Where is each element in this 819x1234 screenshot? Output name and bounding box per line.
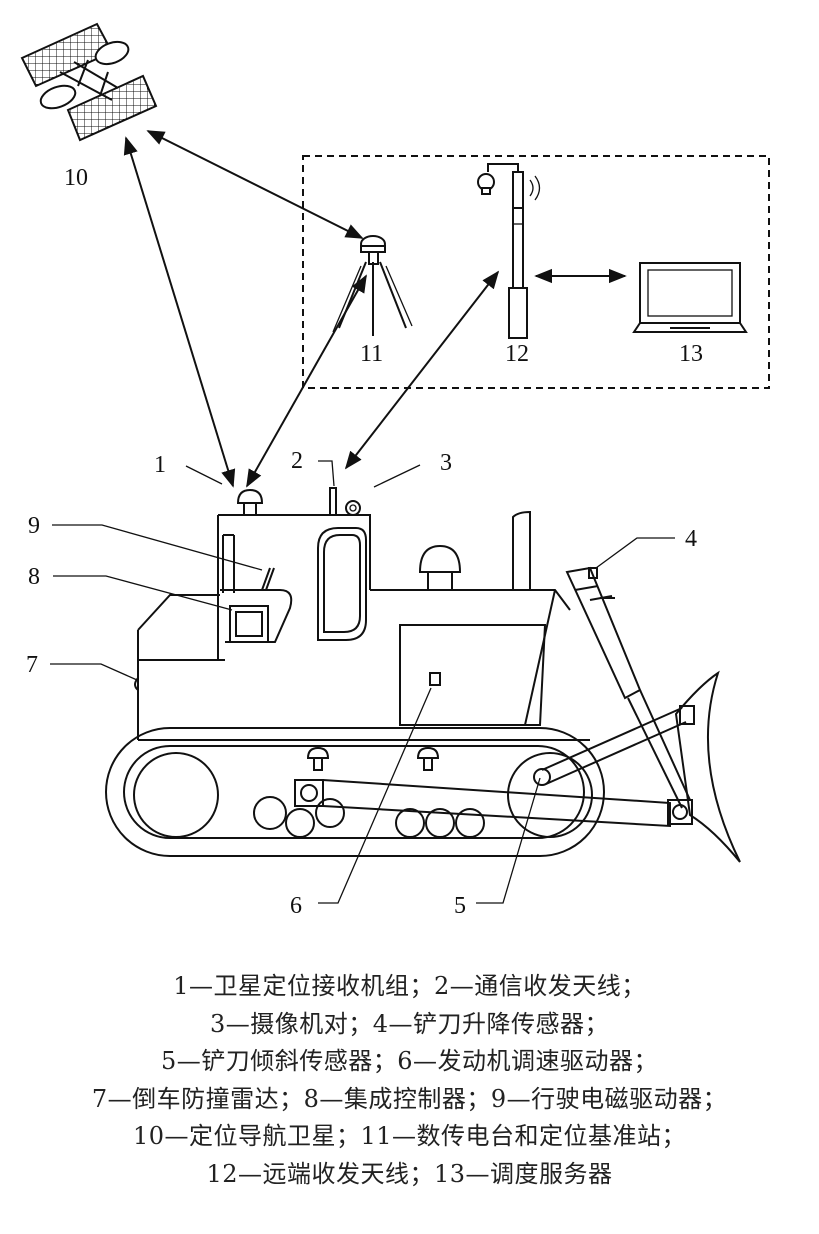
dispatch-server-monitor — [632, 262, 748, 333]
label-2: 2 — [291, 448, 303, 474]
legend-line-2: 3—摄像机对；4—铲刀升降传感器； — [209, 1009, 610, 1038]
leader-lines — [50, 460, 675, 904]
label-7: 7 — [26, 652, 38, 678]
legend: 1—卫星定位接收机组；2—通信收发天线； 3—摄像机对；4—铲刀升降传感器； 5… — [0, 968, 819, 1193]
label-4: 4 — [685, 526, 697, 552]
label-13: 13 — [679, 341, 703, 367]
bulldozer — [105, 487, 741, 863]
label-8: 8 — [28, 564, 40, 590]
label-6: 6 — [290, 893, 302, 919]
remote-antenna — [477, 163, 541, 339]
label-3: 3 — [440, 450, 452, 476]
navigation-satellite — [20, 22, 158, 142]
label-12: 12 — [505, 341, 529, 367]
tripod-base-station — [332, 235, 413, 336]
label-1: 1 — [154, 452, 166, 478]
label-10: 10 — [64, 165, 88, 191]
communication-links — [123, 130, 627, 488]
legend-line-6: 12—远端收发天线；13—调度服务器 — [206, 1159, 613, 1188]
legend-line-1: 1—卫星定位接收机组；2—通信收发天线； — [173, 972, 646, 1000]
legend-line-3: 5—铲刀倾斜传感器；6—发动机调速驱动器； — [160, 1047, 659, 1075]
label-5: 5 — [454, 893, 466, 919]
legend-line-5: 10—定位导航卫星；11—数传电台和定位基准站； — [132, 1122, 687, 1150]
bulldozer-system-diagram: 10 11 12 13 1 2 3 4 9 8 7 6 5 — [20, 22, 770, 919]
base-station-box — [302, 155, 770, 389]
label-9: 9 — [28, 513, 40, 539]
label-11: 11 — [360, 341, 383, 367]
legend-line-4: 7—倒车防撞雷达；8—集成控制器；9—行驶电磁驱动器； — [91, 1084, 728, 1113]
